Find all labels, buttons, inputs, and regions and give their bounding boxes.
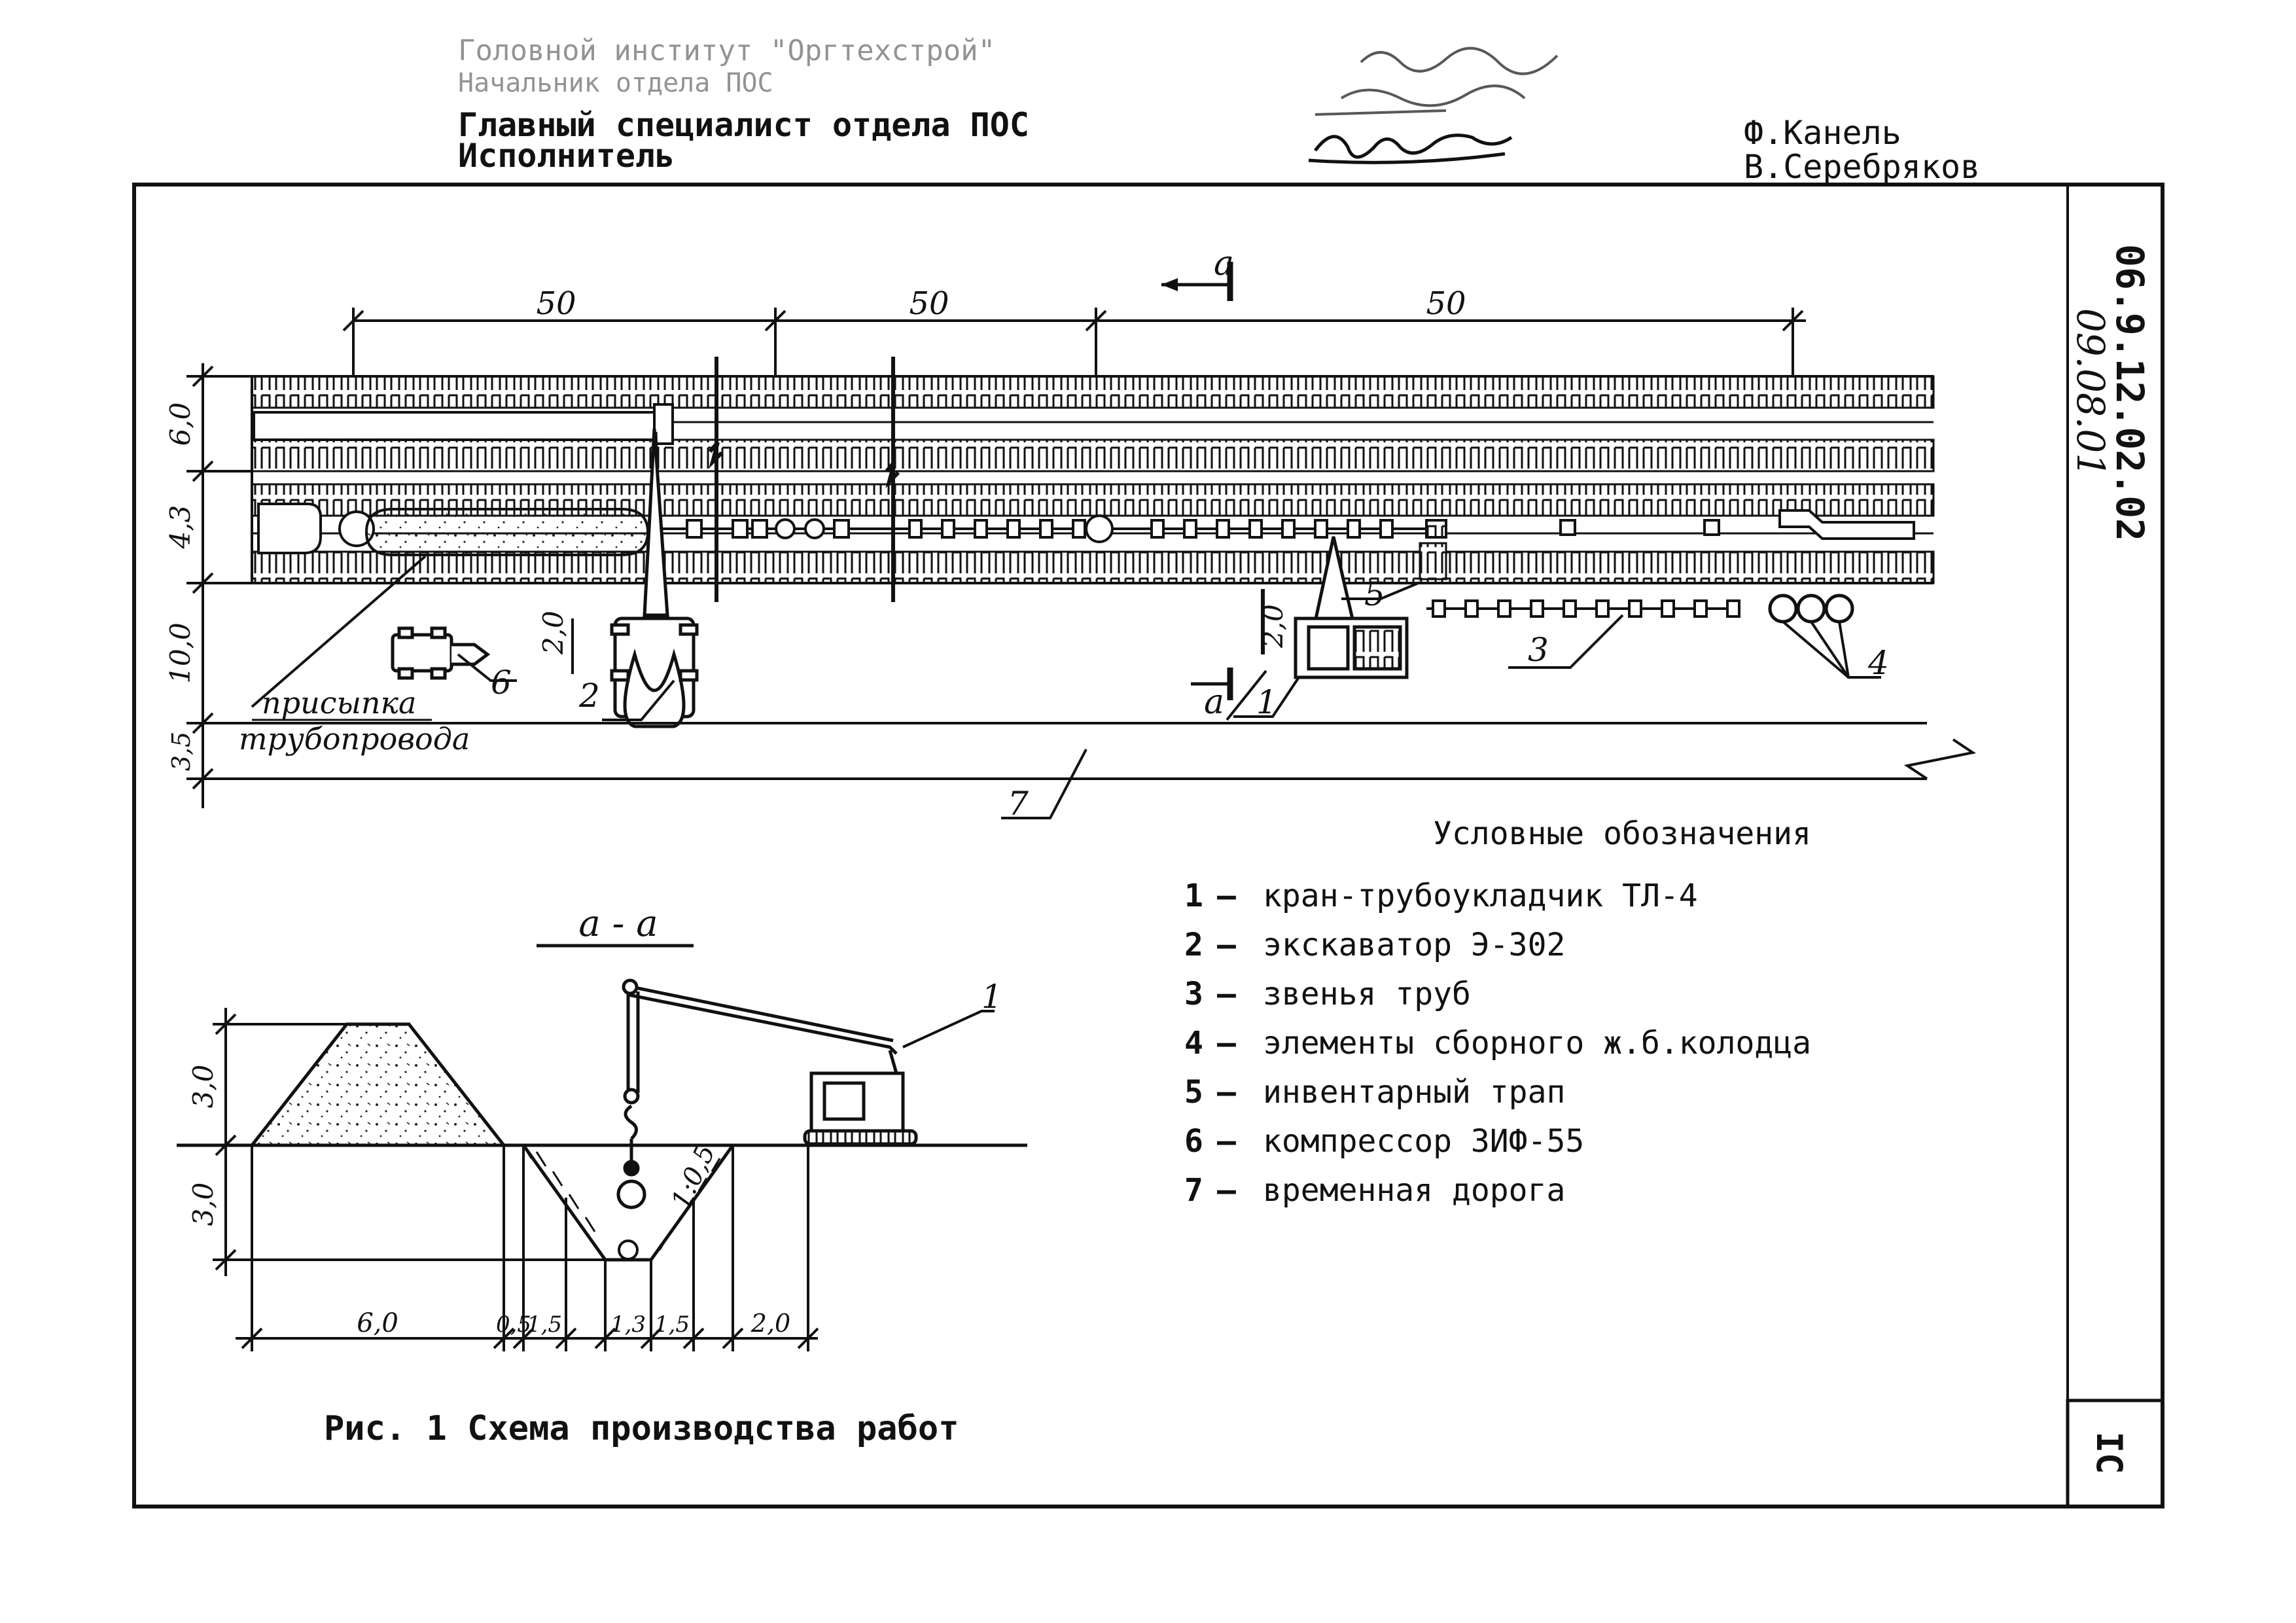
org-line-2: Начальник отдела ПОС [458, 68, 773, 98]
legend-text-2: экскаватор Э-302 [1263, 927, 1565, 963]
section-dim-bottom-6: 2,0 [751, 1309, 790, 1338]
callout-6: 6 [491, 664, 512, 702]
svg-text:–: – [1217, 927, 1236, 963]
section-marker-bottom: а [1191, 668, 1233, 722]
chief-title: Главный специалист отдела ПОС [458, 106, 1029, 144]
svg-text:–: – [1217, 1074, 1236, 1111]
org-line-1: Головной институт "Оргтехстрой" [458, 34, 995, 67]
plan-dim-left-1: 6,0 [164, 402, 196, 446]
legend-num-5: 5 [1184, 1074, 1203, 1111]
plan-dim-left-2: 4,3 [164, 505, 196, 550]
svg-text:–: – [1217, 976, 1236, 1012]
excavator-plan [610, 428, 699, 728]
backfill-label-1: присыпка [262, 685, 416, 721]
callout-3: 3 [1528, 631, 1549, 669]
svg-text:–: – [1217, 1123, 1236, 1160]
trench-end [653, 403, 674, 445]
stamp-date: 09.08.01 [2068, 308, 2113, 477]
pipeline [661, 509, 1915, 543]
section-marker-top: а [1161, 244, 1234, 301]
pipelayer-section [616, 978, 918, 1209]
legend-text-5: инвентарный трап [1263, 1074, 1565, 1111]
section-dim-vert-2: 3,0 [187, 1183, 219, 1226]
legend-text-3: звенья труб [1263, 976, 1471, 1012]
section-dim-bottom-2: 0,5 [496, 1311, 531, 1338]
plan-dim-small-2: 2,0 [1257, 604, 1289, 649]
legend-text-6: компрессор ЗИФ-55 [1263, 1123, 1584, 1160]
plan-view: 50 50 50 а [164, 244, 1977, 823]
stamp-page: IC [2089, 1431, 2130, 1474]
section-mark-top-label: а [1214, 244, 1234, 283]
plan-dim-left-4: 3,5 [167, 732, 196, 771]
section-dim-bottom-4: 1,3 [610, 1311, 646, 1338]
open-trench [253, 411, 661, 441]
section-dim-bottom-5: 1,5 [654, 1311, 690, 1338]
plan-dim-left-3: 10,0 [164, 622, 196, 684]
plan-dim-small: 2,0 [537, 611, 569, 655]
signature-executor [1308, 134, 1513, 164]
legend-num-7: 7 [1184, 1172, 1203, 1209]
section-a-a: а - а 1:0,5 1 [177, 902, 1027, 1351]
legend-num-4: 4 [1184, 1025, 1203, 1061]
stamp-code: 06.9.12.02.02 [2108, 244, 2152, 541]
signature-chief [1315, 46, 1559, 116]
callout-1: 1 [1256, 683, 1277, 721]
figure-caption: Рис. 1 Схема производства работ [324, 1409, 959, 1448]
hatched-strip-1 [251, 375, 1935, 409]
well-rings [1768, 594, 1854, 624]
hatched-strip-4 [251, 550, 1935, 584]
inventory-ladder [1419, 542, 1447, 580]
pipelayer-plan [1294, 536, 1409, 679]
svg-text:–: – [1217, 1172, 1236, 1209]
hatched-strip-2 [251, 438, 1935, 473]
section-mark-bottom-label: а [1204, 683, 1224, 722]
legend-title: Условные обозначения [1433, 815, 1811, 852]
legend-num-3: 3 [1184, 976, 1203, 1012]
callout-7: 7 [1008, 785, 1029, 823]
legend-num-2: 2 [1184, 927, 1203, 963]
compressor-plan [391, 626, 491, 680]
legend-num-6: 6 [1184, 1123, 1203, 1160]
legend-text-7: временная дорога [1263, 1172, 1565, 1209]
section-dim-bottom-3: 1,5 [527, 1311, 562, 1338]
section-title: а - а [578, 902, 658, 945]
pipe-backfill [257, 503, 650, 556]
legend: Условные обозначения 1 кран-трубоукладчи… [1184, 815, 1811, 1209]
section-dim-bottom-1: 6,0 [357, 1308, 398, 1338]
title-block-header: Головной институт "Оргтехстрой" Начальни… [458, 34, 1980, 186]
executor-name: В.Серебряков [1744, 148, 1980, 186]
plan-dim-top-2: 50 [909, 285, 949, 322]
svg-text:–: – [1217, 878, 1236, 914]
hatched-strip-3 [251, 483, 1935, 517]
drawing-frame [132, 183, 2164, 1508]
callout-2: 2 [578, 677, 600, 715]
legend-num-1: 1 [1184, 878, 1203, 914]
spoil-heap [248, 1022, 508, 1147]
backfill-label-2: трубопровода [239, 721, 470, 757]
legend-text-1: кран-трубоукладчик ТЛ-4 [1263, 878, 1698, 914]
section-dim-vert-1: 3,0 [187, 1065, 219, 1109]
plan-dim-top-1: 50 [536, 285, 576, 322]
legend-text-4: элементы сборного ж.б.колодца [1263, 1025, 1811, 1061]
callout-5: 5 [1364, 575, 1385, 613]
plan-dim-top-3: 50 [1426, 285, 1466, 322]
executor-title: Исполнитель [458, 137, 675, 175]
callout-4: 4 [1867, 644, 1889, 682]
svg-text:–: – [1217, 1025, 1236, 1061]
chief-name: Ф.Канель [1744, 114, 1901, 152]
section-callout-1: 1 [981, 978, 1002, 1016]
pipe-links [1426, 599, 1740, 618]
